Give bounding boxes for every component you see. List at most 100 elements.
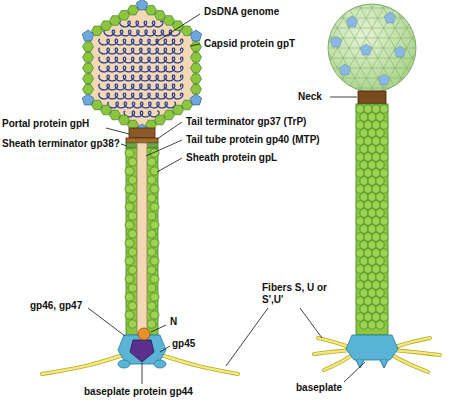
sheath-subunit bbox=[376, 128, 384, 137]
sheath-subunit bbox=[380, 264, 388, 273]
leader-line bbox=[300, 308, 322, 338]
capsid-cells bbox=[82, 0, 201, 135]
sheath-subunit bbox=[376, 256, 384, 265]
dna-strand bbox=[99, 93, 183, 99]
baseplate-foot bbox=[154, 360, 166, 368]
sheath-subunit bbox=[356, 168, 364, 177]
sheath-subunit bbox=[364, 200, 372, 209]
rendered-phage bbox=[299, 0, 446, 372]
sheath-subunit bbox=[356, 184, 364, 193]
leader-line bbox=[151, 325, 166, 332]
sheath-subunit bbox=[372, 296, 380, 305]
dna-strand bbox=[99, 66, 183, 72]
sheath-subunit bbox=[360, 176, 368, 185]
sheath-subunit bbox=[380, 216, 388, 225]
mesh-line bbox=[299, 0, 359, 75]
part-label: Tail terminator gp37 (TrP) bbox=[186, 116, 306, 128]
fiber-outline bbox=[392, 338, 430, 348]
sheath-subunit bbox=[128, 320, 137, 328]
sheath-subunit bbox=[147, 158, 156, 166]
sheath-subunit bbox=[128, 230, 137, 238]
part-label: baseplate protein gp44 bbox=[84, 386, 193, 398]
sheath-subunit bbox=[380, 248, 388, 257]
sheath-subunit bbox=[356, 120, 364, 129]
sheath-subunit bbox=[356, 152, 364, 161]
sheath-subunit bbox=[128, 302, 137, 310]
fiber-outline bbox=[324, 354, 354, 370]
baseplate-spike bbox=[356, 360, 388, 368]
tail-fiber bbox=[324, 354, 354, 370]
leader-line bbox=[106, 128, 129, 134]
leader-line bbox=[146, 140, 182, 156]
sheath-subunit bbox=[360, 208, 368, 217]
sheath-subunit bbox=[360, 160, 368, 169]
capsid-pentamer bbox=[190, 94, 201, 105]
baseplate bbox=[346, 335, 398, 360]
sheath-subunit bbox=[380, 136, 388, 145]
sheath-subunit bbox=[368, 160, 376, 169]
tail-tube bbox=[137, 143, 147, 335]
capsid-hexamer bbox=[155, 115, 166, 125]
dna-strand bbox=[99, 75, 183, 81]
sheath-subunit bbox=[376, 272, 384, 281]
mesh-line bbox=[385, 0, 445, 75]
sheath-subunit bbox=[150, 275, 159, 283]
sheath-subunit bbox=[150, 203, 159, 211]
sheath-subunit bbox=[364, 216, 372, 225]
mesh-line bbox=[342, 0, 402, 100]
sheath-subunit bbox=[125, 239, 134, 247]
sheath-subunit bbox=[360, 304, 368, 313]
sheath-subunit bbox=[380, 120, 388, 129]
capsid-hexamer bbox=[191, 42, 202, 52]
part-label: gp46, gp47 bbox=[30, 300, 82, 312]
sheath-subunit bbox=[125, 149, 134, 157]
sheath-subunit bbox=[128, 176, 137, 184]
mesh-line bbox=[307, 0, 367, 80]
capsid-hexamer bbox=[191, 74, 202, 84]
sheath-subunit bbox=[380, 104, 388, 113]
leader-line bbox=[88, 308, 125, 336]
baseplate-foot bbox=[118, 360, 130, 368]
mesh-line bbox=[312, 38, 432, 39]
sheath-subunit bbox=[380, 280, 388, 289]
sheath-subunit bbox=[364, 168, 372, 177]
mesh-line bbox=[325, 0, 385, 90]
sheath-subunit bbox=[368, 208, 376, 217]
mesh-line bbox=[312, 18, 432, 19]
tail-fiber bbox=[390, 354, 428, 372]
sheath-subunit bbox=[372, 168, 380, 177]
sheath-subunit bbox=[372, 136, 380, 145]
sheath-subunit bbox=[376, 240, 384, 249]
dna-strand bbox=[99, 39, 183, 45]
sheath-subunit bbox=[360, 320, 368, 329]
sheath-subunit bbox=[147, 194, 156, 202]
mesh-line bbox=[368, 0, 428, 85]
sheath-subunit bbox=[356, 280, 364, 289]
sheath-subunit bbox=[125, 257, 134, 265]
capsid-hexamer bbox=[164, 16, 175, 26]
sheath-subunit bbox=[356, 104, 364, 113]
baseplate-protein bbox=[130, 340, 154, 362]
schematic-phage bbox=[42, 0, 238, 374]
sheath-subunit bbox=[147, 320, 156, 328]
capsid-hexamer bbox=[191, 53, 202, 63]
capsid-hexamer bbox=[101, 105, 112, 115]
sheath-subunit bbox=[368, 176, 376, 185]
capsid-hexamer bbox=[155, 11, 166, 21]
sheath-subunit bbox=[128, 194, 137, 202]
sheath-subunit bbox=[380, 200, 388, 209]
sheath-subunit bbox=[360, 224, 368, 233]
dna-strand bbox=[104, 30, 180, 36]
sheath-subunit bbox=[150, 185, 159, 193]
sheath-subunit bbox=[376, 176, 384, 185]
sheath-subunit bbox=[150, 239, 159, 247]
sheath-subunit bbox=[125, 311, 134, 319]
dna-strand bbox=[99, 57, 183, 63]
tail-terminator bbox=[126, 138, 158, 143]
sheath-subunit bbox=[150, 293, 159, 301]
part-label: gp45 bbox=[172, 338, 195, 350]
capsid-hexamer bbox=[83, 85, 94, 95]
mesh-line bbox=[351, 1, 411, 105]
sheath-subunit bbox=[360, 112, 368, 121]
